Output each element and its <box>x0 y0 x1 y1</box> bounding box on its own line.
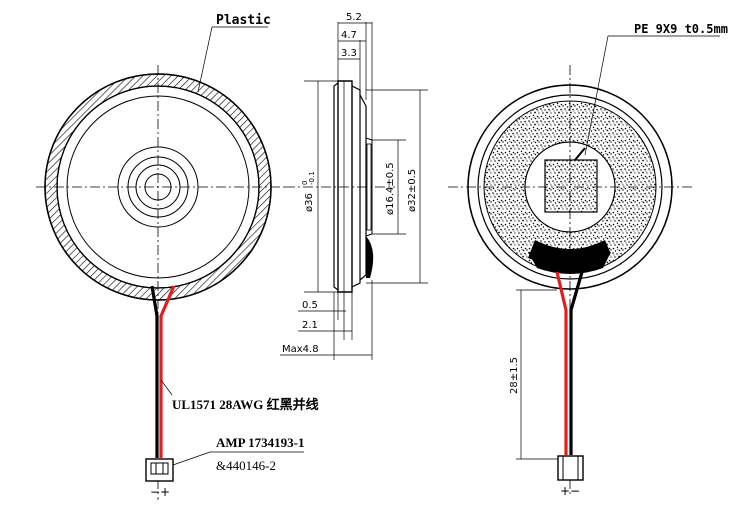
connector-left <box>145 458 174 482</box>
dim-length-28: 28±1.5 <box>509 357 520 394</box>
polarity-right-label: +− <box>560 484 580 498</box>
black-wire-left <box>150 285 159 458</box>
side-view: 5.2 4.7 3.3 ø36 0 -0.1 ø16.4±0.5 ø32±0.5… <box>280 12 428 360</box>
dim-dia-16-4: ø16.4±0.5 <box>385 162 396 215</box>
dim-dia-32: ø32±0.5 <box>407 169 418 212</box>
pe-pad-label: PE 9X9 t0.5mm <box>634 22 728 36</box>
dim-dia-36: ø36 <box>304 193 315 212</box>
red-wire-left <box>159 285 176 458</box>
pe-pad <box>544 159 598 213</box>
polarity-left-label: −+ <box>150 485 170 499</box>
dim-3-3: 3.3 <box>341 48 357 59</box>
dim-dia-36-tol-top: 0 <box>301 181 309 185</box>
dim-dia-36-tol-bottom: -0.1 <box>308 171 316 185</box>
amp-part-label: AMP 1734193-1 <box>216 435 304 450</box>
amp-alt-part-label: &440146-2 <box>216 458 276 473</box>
front-view: Plastic −+ UL1571 28AWG 红黑并线 AMP 1734193… <box>36 13 319 500</box>
back-view: PE 9X9 t0.5mm +− 28±1.5 <box>448 22 728 498</box>
dim-0-5: 0.5 <box>302 300 318 311</box>
dim-max-4-8: Max4.8 <box>282 344 319 355</box>
connector-right <box>557 455 584 481</box>
dim-5-2: 5.2 <box>346 12 362 23</box>
red-wire-right <box>555 271 568 455</box>
dim-4-7: 4.7 <box>341 30 357 41</box>
plastic-label: Plastic <box>216 13 271 28</box>
dim-2-1: 2.1 <box>302 320 318 331</box>
black-wire-right <box>569 271 584 455</box>
wire-spec-label: UL1571 28AWG 红黑并线 <box>172 397 319 412</box>
